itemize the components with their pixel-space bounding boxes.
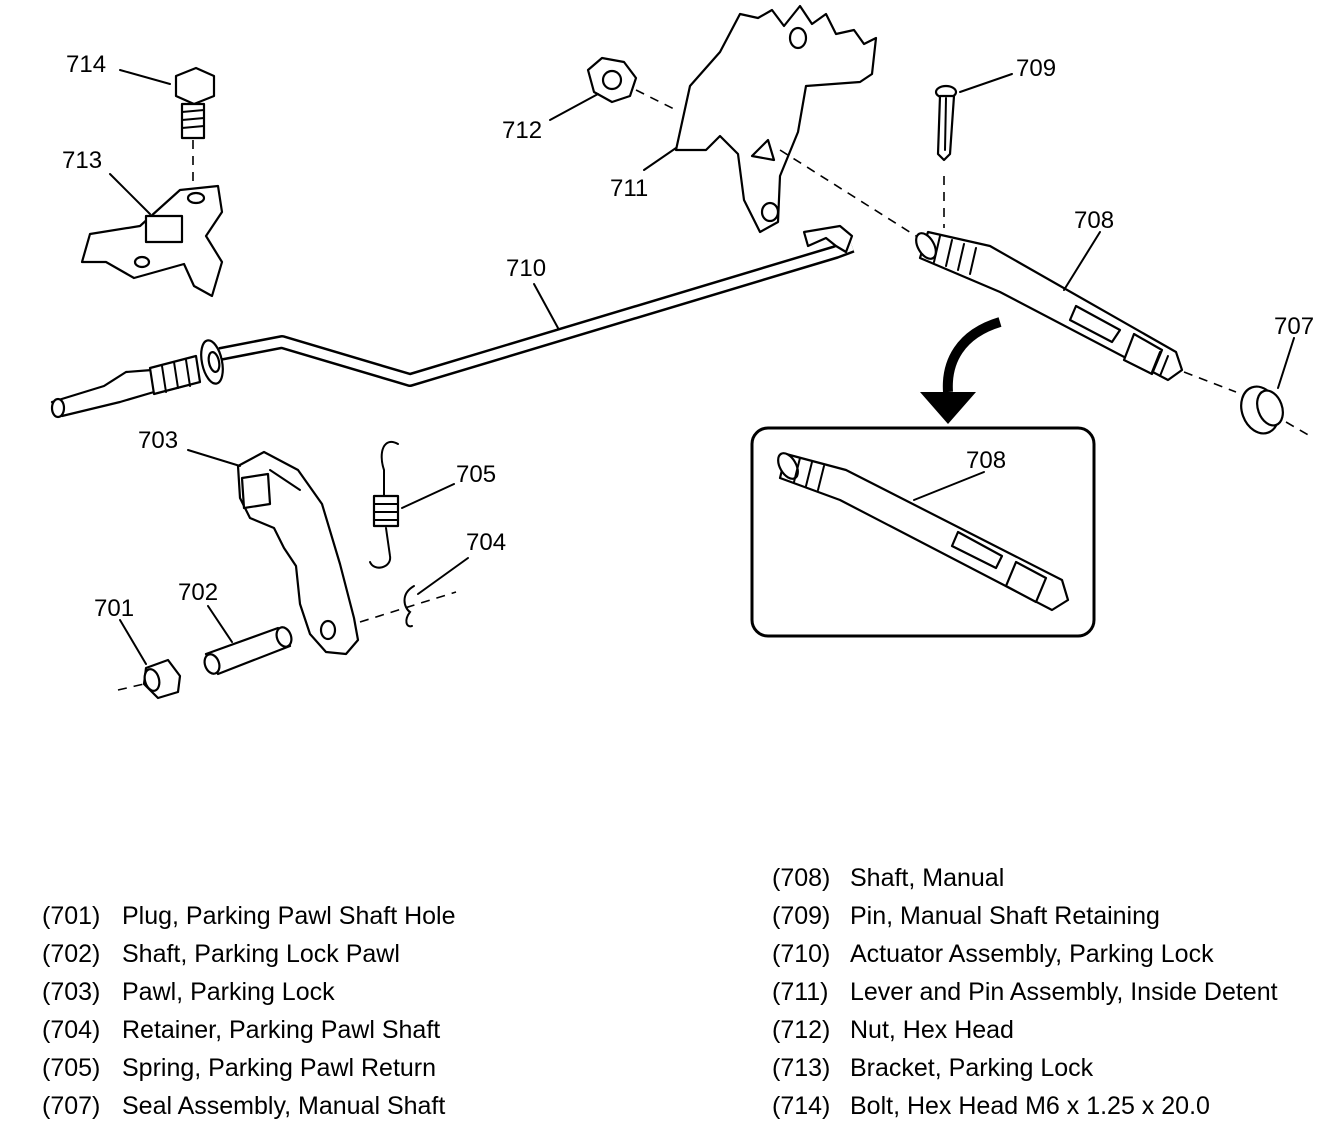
legend-item: (712) Nut, Hex Head	[772, 1011, 1278, 1049]
legend-item: (711) Lever and Pin Assembly, Inside Dete…	[772, 973, 1278, 1011]
callout-709: 709	[1016, 55, 1056, 82]
legend-item-description: Bolt, Hex Head M6 x 1.25 x 20.0	[850, 1092, 1210, 1120]
part-705-spring	[369, 441, 400, 569]
legend-item-number: (709)	[772, 902, 831, 930]
legend-item-description: Spring, Parking Pawl Return	[122, 1054, 437, 1082]
callout-708-inset: 708	[966, 447, 1006, 474]
callout-703: 703	[138, 427, 178, 454]
leader-703	[187, 449, 241, 467]
callout-701: 701	[94, 595, 134, 622]
legend-item: (713) Bracket, Parking Lock	[772, 1049, 1278, 1087]
legend-item-number: (704)	[42, 1016, 101, 1044]
callout-704: 704	[466, 529, 506, 556]
part-710-actuator-rod	[50, 224, 855, 419]
legend-item-description: Pawl, Parking Lock	[122, 978, 335, 1006]
curved-arrow-icon	[920, 317, 1002, 424]
part-708-manual-shaft	[915, 230, 1184, 382]
leader-710	[533, 283, 559, 329]
part-703-pawl	[236, 450, 360, 656]
legend-item-description: Seal Assembly, Manual Shaft	[122, 1092, 446, 1120]
callout-707: 707	[1274, 313, 1314, 340]
legend-item-description: Shaft, Parking Lock Pawl	[122, 940, 400, 968]
legend-item: (709) Pin, Manual Shaft Retaining	[772, 897, 1278, 935]
legend-item: (702) Shaft, Parking Lock Pawl	[42, 935, 456, 973]
legend-item: (701) Plug, Parking Pawl Shaft Hole	[42, 897, 456, 935]
legend-item-description: Bracket, Parking Lock	[850, 1054, 1094, 1082]
callout-713: 713	[62, 147, 102, 174]
callout-710: 710	[506, 255, 546, 282]
legend-item-description: Plug, Parking Pawl Shaft Hole	[122, 902, 456, 930]
legend-item-number: (713)	[772, 1054, 831, 1082]
part-713-bracket	[80, 184, 224, 298]
leader-701	[119, 619, 147, 665]
legend-item-number: (710)	[772, 940, 831, 968]
callout-708: 708	[1074, 207, 1114, 234]
legend-item-number: (708)	[772, 864, 831, 892]
leader-711	[643, 147, 677, 171]
legend-item-description: Nut, Hex Head	[850, 1016, 1014, 1044]
part-702-pawl-shaft	[203, 626, 293, 676]
leader-708	[1063, 231, 1101, 291]
part-701-plug	[117, 658, 182, 700]
callout-711: 711	[610, 175, 648, 202]
part-712-nut	[586, 56, 638, 104]
legend-item-description: Shaft, Manual	[850, 864, 1005, 892]
legend-item-description: Retainer, Parking Pawl Shaft	[122, 1016, 441, 1044]
legend-item-number: (701)	[42, 902, 101, 930]
leader-712	[549, 93, 599, 121]
legend-item: (710) Actuator Assembly, Parking Lock	[772, 935, 1278, 973]
part-707-seal	[1240, 385, 1284, 435]
legend-item-number: (703)	[42, 978, 101, 1006]
legend-item: (708) Shaft, Manual	[772, 859, 1278, 897]
part-714-bolt	[174, 66, 216, 194]
legend-item-number: (714)	[772, 1092, 831, 1120]
callout-712: 712	[502, 117, 542, 144]
callout-702: 702	[178, 579, 218, 606]
leader-705	[401, 483, 455, 509]
leader-702	[207, 605, 233, 643]
leader-714	[119, 69, 171, 85]
legend-item: (707) Seal Assembly, Manual Shaft	[42, 1087, 456, 1125]
legend-item: (704) Retainer, Parking Pawl Shaft	[42, 1011, 456, 1049]
legend-item: (714) Bolt, Hex Head M6 x 1.25 x 20.0	[772, 1087, 1278, 1125]
callout-705: 705	[456, 461, 496, 488]
part-709-pin	[934, 84, 958, 228]
leader-708-inset	[913, 471, 985, 501]
legend-item: (705) Spring, Parking Pawl Return	[42, 1049, 456, 1087]
legend-left: (701) Plug, Parking Pawl Shaft Hole (702) S…	[42, 897, 456, 1125]
leader-707	[1277, 337, 1295, 389]
legend-item: (703) Pawl, Parking Lock	[42, 973, 456, 1011]
legend-item-number: (702)	[42, 940, 101, 968]
legend-item-number: (705)	[42, 1054, 101, 1082]
leader-704	[417, 557, 469, 595]
inset-box-708	[750, 426, 1096, 638]
legend-item-description: Actuator Assembly, Parking Lock	[850, 940, 1214, 968]
legend-item-description: Pin, Manual Shaft Retaining	[850, 902, 1160, 930]
exploded-parts-diagram: 714 713 712 711 709	[50, 4, 1314, 700]
legend-item-number: (707)	[42, 1092, 101, 1120]
part-704-retainer	[359, 585, 457, 628]
legend-item-number: (711)	[772, 978, 829, 1006]
legend-item-number: (712)	[772, 1016, 831, 1044]
legend-item-description: Lever and Pin Assembly, Inside Detent	[850, 978, 1278, 1006]
part-711-detent-lever	[674, 4, 878, 234]
leader-713	[109, 173, 151, 215]
leader-709	[959, 73, 1013, 93]
callout-714: 714	[66, 51, 106, 78]
legend-right: (708) Shaft, Manual (709) Pin, Manual Shaft…	[772, 859, 1278, 1125]
